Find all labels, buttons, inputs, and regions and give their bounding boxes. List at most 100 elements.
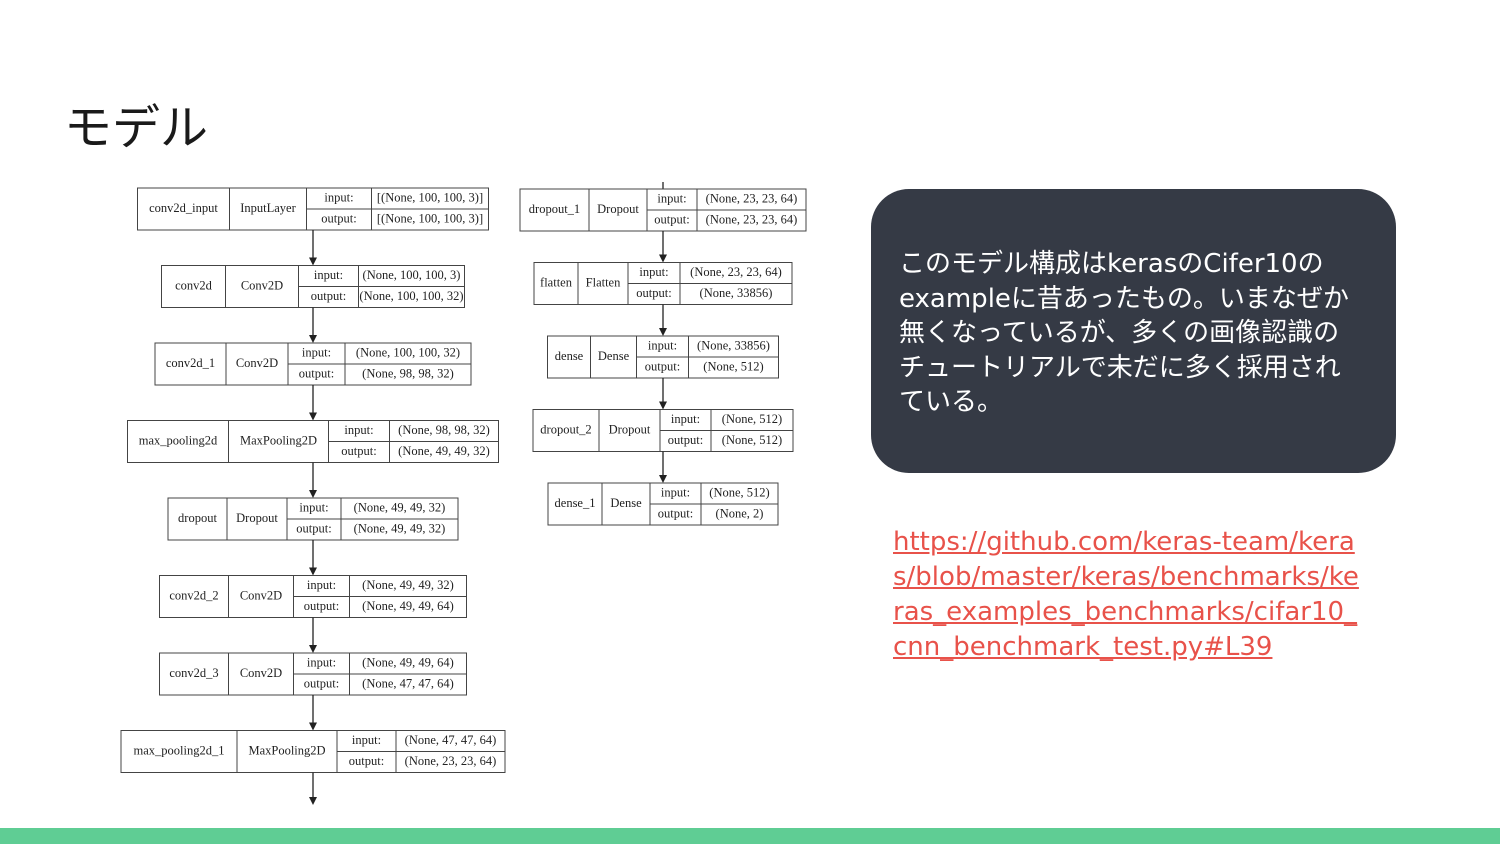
input-shape: (None, 47, 47, 64) xyxy=(405,733,497,747)
layer-name: conv2d_1 xyxy=(166,356,215,370)
output-shape: [(None, 100, 100, 3)] xyxy=(377,211,483,225)
input-shape: (None, 23, 23, 64) xyxy=(690,265,782,279)
source-link[interactable]: https://github.com/keras-team/keras/blob… xyxy=(893,527,1359,662)
input-shape: (None, 23, 23, 64) xyxy=(706,191,798,205)
input-shape: (None, 49, 49, 32) xyxy=(354,500,446,514)
input-label: input: xyxy=(307,578,336,592)
shape-cell xyxy=(371,208,489,231)
layer-name-cell xyxy=(120,730,238,773)
shape-cell xyxy=(389,441,499,463)
description-callout: このモデル構成はkerasのCifer10のexampleに昔あったもの。いまな… xyxy=(871,189,1396,473)
shape-cell xyxy=(696,209,807,232)
layer-type: Conv2D xyxy=(236,356,278,370)
layer-type-cell xyxy=(598,409,661,452)
layer-name: dropout xyxy=(178,511,217,525)
description-text: このモデル構成はkerasのCifer10のexampleに昔あったもの。いまな… xyxy=(899,249,1349,417)
input-label: input: xyxy=(671,412,700,426)
input-shape: (None, 33856) xyxy=(697,338,770,352)
output-label: output: xyxy=(311,289,346,303)
layer-name: dense xyxy=(555,349,584,363)
input-label: input: xyxy=(314,268,343,282)
input-shape: (None, 512) xyxy=(709,485,769,499)
arrow-head xyxy=(659,328,667,336)
input-label: input: xyxy=(324,190,353,204)
layer-name: conv2d xyxy=(175,278,213,292)
layer-type: Conv2D xyxy=(240,666,282,680)
output-label: output: xyxy=(349,754,384,768)
layer-type-cell xyxy=(590,335,637,379)
layer-type-cell xyxy=(601,482,651,526)
input-shape: (None, 98, 98, 32) xyxy=(398,423,490,437)
layer-type: Conv2D xyxy=(241,278,283,292)
layer-type-cell xyxy=(228,420,329,463)
layer-name-cell xyxy=(167,497,228,541)
shape-cell xyxy=(358,286,465,308)
layer-type-cell xyxy=(228,652,294,696)
shape-cell xyxy=(700,503,779,526)
arrow-head xyxy=(309,490,317,498)
arrow-head xyxy=(659,401,667,410)
output-shape: (None, 49, 49, 32) xyxy=(398,444,490,458)
arrow-head xyxy=(659,475,667,483)
arrow-head xyxy=(659,254,667,263)
input-label: input: xyxy=(639,265,668,279)
layer-name-cell xyxy=(154,342,227,386)
output-label: output: xyxy=(304,676,339,690)
shape-cell xyxy=(679,283,793,305)
shape-cell xyxy=(395,751,506,773)
arrow-head xyxy=(309,722,317,731)
input-label: input: xyxy=(648,338,677,352)
layer-name-cell xyxy=(519,188,590,232)
arrow-head xyxy=(309,567,317,576)
input-label: input: xyxy=(657,191,686,205)
layer-name: dropout_1 xyxy=(529,202,580,216)
input-shape: (None, 100, 100, 32) xyxy=(356,345,460,359)
input-shape: (None, 49, 49, 32) xyxy=(362,578,454,592)
layer-name: dense_1 xyxy=(555,496,596,510)
output-label: output: xyxy=(304,599,339,613)
layer-type: Dropout xyxy=(609,422,651,436)
layer-name-cell xyxy=(137,187,230,231)
arrow-head xyxy=(309,412,317,421)
layer-type: Conv2D xyxy=(240,588,282,602)
layer-name: max_pooling2d_1 xyxy=(134,743,225,757)
input-label: input: xyxy=(344,423,373,437)
input-label: input: xyxy=(661,485,690,499)
shape-cell xyxy=(349,596,467,618)
input-shape: [(None, 100, 100, 3)] xyxy=(377,190,483,204)
shape-cell xyxy=(710,430,794,452)
layer-type-cell xyxy=(225,265,299,308)
output-label: output: xyxy=(658,506,693,520)
shape-cell xyxy=(344,363,472,386)
output-shape: (None, 2) xyxy=(716,506,764,520)
output-shape: (None, 33856) xyxy=(700,286,773,300)
input-shape: (None, 100, 100, 3) xyxy=(363,268,461,282)
output-shape: (None, 23, 23, 64) xyxy=(405,754,497,768)
layer-name-cell xyxy=(547,335,591,379)
input-shape: (None, 512) xyxy=(722,412,782,426)
layer-type-cell xyxy=(577,262,629,305)
output-shape: (None, 49, 49, 64) xyxy=(362,599,454,613)
output-label: output: xyxy=(321,211,356,225)
layer-name-cell xyxy=(159,575,229,618)
output-label: output: xyxy=(296,521,331,535)
layer-name: flatten xyxy=(540,275,573,289)
output-shape: (None, 47, 47, 64) xyxy=(362,676,454,690)
layer-type: Flatten xyxy=(586,275,621,289)
layer-node: conv2d Conv2D input: output: (None, 100, 100… xyxy=(161,265,465,343)
output-label: output: xyxy=(341,444,376,458)
shape-cell xyxy=(349,673,467,696)
